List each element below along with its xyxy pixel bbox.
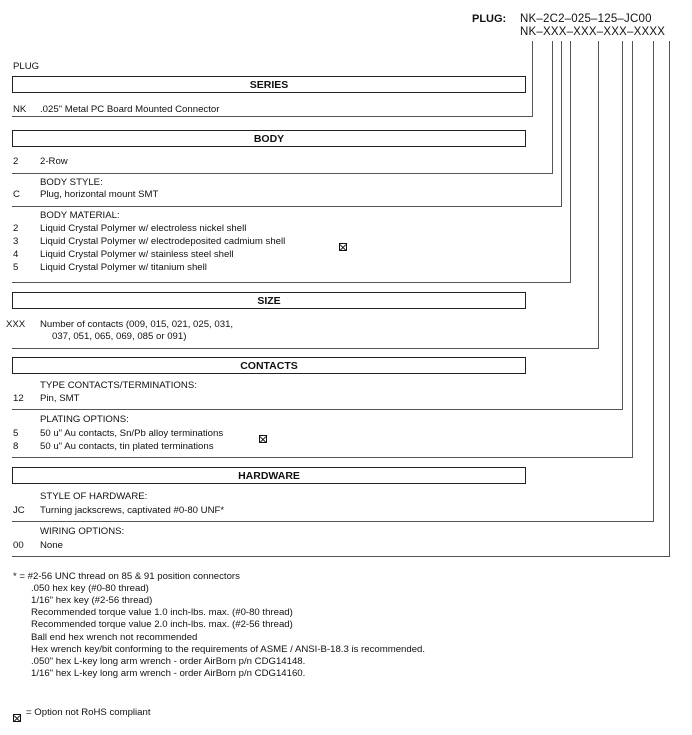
body-style-desc: Plug, horizontal mount SMT (40, 189, 159, 200)
body-style-underline (12, 206, 562, 207)
not-rohs-icon (339, 237, 347, 255)
body-style-code: C (13, 189, 20, 200)
note-line: * = #2-56 UNC thread on 85 & 91 position… (13, 571, 240, 582)
leader-hardware-style-vertical (653, 41, 654, 521)
plating-heading: PLATING OPTIONS: (40, 414, 129, 425)
plating-code-8: 8 (13, 441, 19, 452)
leader-body-rows-vertical (552, 41, 553, 173)
type-contacts-heading: TYPE CONTACTS/TERMINATIONS: (40, 380, 197, 391)
note-line: Recommended torque value 1.0 inch-lbs. m… (31, 607, 293, 618)
size-desc-line2: 037, 051, 065, 069, 085 or 091) (52, 331, 187, 342)
wiring-code: 00 (13, 540, 24, 551)
series-title: SERIES (12, 76, 526, 93)
leader-body-style-vertical (561, 41, 562, 206)
leader-size-vertical (598, 41, 599, 348)
type-contacts-underline (12, 409, 623, 410)
body-material-desc-2: Liquid Crystal Polymer w/ electroless ni… (40, 223, 247, 234)
hardware-title: HARDWARE (12, 467, 526, 484)
part-number-template: NK–XXX–XXX–XXX–XXXX (520, 26, 666, 38)
hardware-style-heading: STYLE OF HARDWARE: (40, 491, 148, 502)
plug-label: PLUG: (472, 13, 507, 25)
body-material-code-4: 4 (13, 249, 19, 260)
body-material-code-2: 2 (13, 223, 19, 234)
body-row-underline (12, 173, 553, 174)
hardware-style-underline (12, 521, 654, 522)
not-rohs-icon (13, 708, 21, 726)
plating-underline (12, 457, 633, 458)
plating-desc-5: 50 u" Au contacts, Sn/Pb alloy terminati… (40, 428, 224, 439)
body-title: BODY (12, 130, 526, 147)
note-line: .050 hex key (#0-80 thread) (31, 583, 149, 594)
body-material-heading: BODY MATERIAL: (40, 210, 120, 221)
body-material-underline (12, 282, 571, 283)
part-number-example: NK–2C2–025–125–JC00 (520, 13, 652, 25)
series-code: NK (13, 104, 27, 115)
plating-code-5: 5 (13, 428, 19, 439)
leader-wiring-vertical (669, 41, 670, 556)
series-underline (12, 116, 533, 117)
size-desc-line1: Number of contacts (009, 015, 021, 025, … (40, 319, 234, 330)
leader-plating-vertical (632, 41, 633, 457)
note-line: 1/16" hex L-key long arm wrench - order … (31, 668, 306, 679)
body-style-heading: BODY STYLE: (40, 177, 103, 188)
plating-desc-8: 50 u" Au contacts, tin plated terminatio… (40, 441, 214, 452)
contacts-title: CONTACTS (12, 357, 526, 374)
body-material-code-5: 5 (13, 262, 19, 273)
hardware-style-desc: Turning jackscrews, captivated #0-80 UNF… (40, 505, 225, 516)
body-material-desc-3: Liquid Crystal Polymer w/ electrodeposit… (40, 236, 286, 247)
note-line: Hex wrench key/bit conforming to the req… (31, 644, 426, 655)
hardware-style-code: JC (13, 505, 25, 516)
series-desc: .025" Metal PC Board Mounted Connector (40, 104, 220, 115)
wiring-heading: WIRING OPTIONS: (40, 526, 125, 537)
body-material-code-3: 3 (13, 236, 19, 247)
body-row-desc: 2-Row (40, 156, 68, 167)
leader-type-contacts-vertical (622, 41, 623, 409)
not-rohs-icon (259, 429, 267, 447)
wiring-underline (12, 556, 670, 557)
size-title: SIZE (12, 292, 526, 309)
size-code: XXX (6, 319, 26, 330)
leader-body-material-vertical (570, 41, 571, 282)
leader-series-vertical (532, 41, 533, 116)
note-line: .050" hex L-key long arm wrench - order … (31, 656, 306, 667)
wiring-desc: None (40, 540, 63, 551)
body-material-desc-4: Liquid Crystal Polymer w/ stainless stee… (40, 249, 234, 260)
note-line: Recommended torque value 2.0 inch-lbs. m… (31, 619, 293, 630)
type-contacts-code: 12 (13, 393, 24, 404)
body-row-code: 2 (13, 156, 19, 167)
size-underline (12, 348, 599, 349)
body-material-desc-5: Liquid Crystal Polymer w/ titanium shell (40, 262, 207, 273)
legend-text: = Option not RoHS compliant (26, 707, 151, 718)
plug-heading: PLUG (13, 61, 40, 72)
note-line: Ball end hex wrench not recommended (31, 632, 198, 643)
type-contacts-desc: Pin, SMT (40, 393, 80, 404)
note-line: 1/16" hex key (#2-56 thread) (31, 595, 153, 606)
